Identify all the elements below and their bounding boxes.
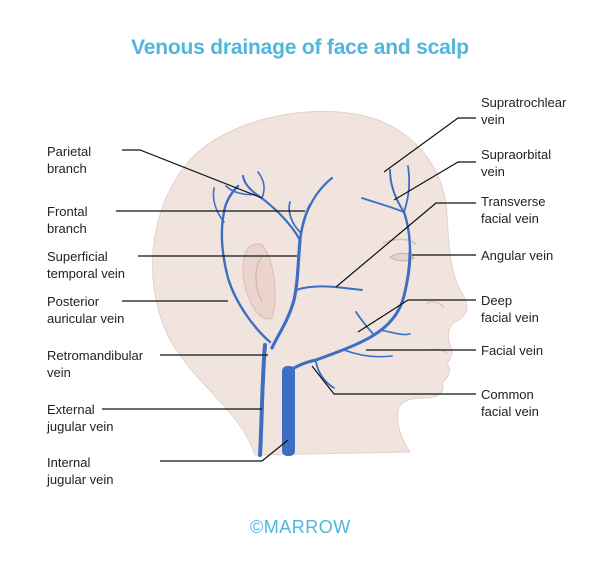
vein-network (212, 165, 412, 457)
marrow-watermark: ©MARROW (250, 517, 351, 537)
label-angular-vein: Angular vein (481, 248, 554, 263)
eye (389, 252, 415, 262)
label-facial-vein: Facial vein (481, 343, 544, 358)
retromandibular-vein (270, 238, 302, 350)
external-jugular-vein (258, 343, 267, 457)
common-facial-vein (286, 358, 318, 374)
angular-vein (402, 210, 412, 254)
leader-supratrochlear (383, 117, 476, 173)
facial-vein (314, 250, 412, 362)
eyebrow (382, 238, 417, 245)
leader-supraorbital (393, 161, 476, 201)
supraorbital-vein (389, 169, 405, 213)
diagram-title: Venous drainage of face and scalp (131, 36, 469, 59)
posterior-auricular-vein (220, 184, 272, 344)
leader-parietal (122, 149, 263, 199)
ear (242, 243, 276, 320)
supratrochlear-vein (403, 165, 411, 213)
transverse-facial-vein (295, 285, 363, 291)
deep-facial-vein (355, 311, 375, 336)
leader-transverse-facial (335, 202, 476, 288)
leader-internal-jugular (160, 439, 289, 462)
leader-deep-facial (357, 299, 476, 333)
nose-wing (425, 301, 445, 309)
frontal-branch-vein (306, 176, 334, 212)
leader-common-facial (311, 365, 476, 395)
leader-lines (102, 117, 476, 462)
head-silhouette (152, 110, 468, 456)
internal-jugular-vein (282, 366, 295, 456)
ear-inner (255, 257, 263, 303)
